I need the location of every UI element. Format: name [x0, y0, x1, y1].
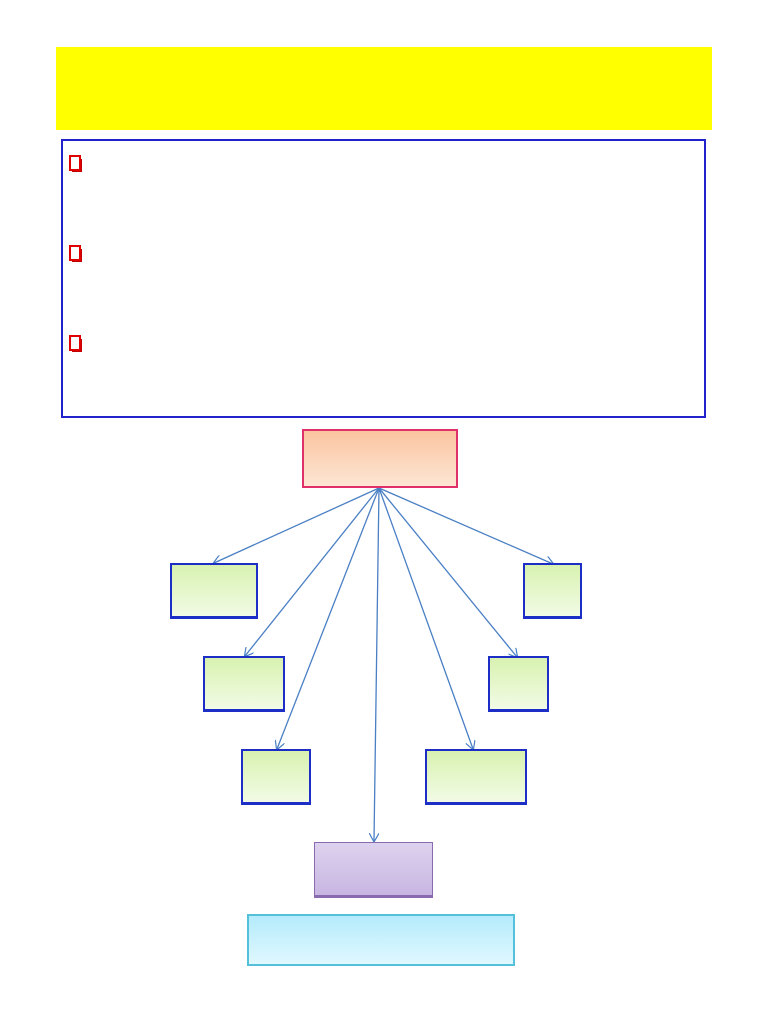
bottom-cyan-node — [247, 914, 515, 966]
bullet-item — [69, 335, 91, 352]
square-bullet-icon — [69, 155, 82, 172]
connector-to-child-4 — [378, 487, 517, 657]
child-node-4 — [488, 656, 549, 712]
square-bullet-icon — [69, 245, 82, 262]
connector-to-child-2 — [378, 487, 553, 564]
title-bar — [56, 47, 712, 130]
child-node-6 — [425, 749, 527, 805]
connector-to-child-6 — [378, 487, 473, 749]
bullet-panel — [61, 139, 706, 418]
square-bullet-icon — [69, 335, 82, 352]
root-node — [302, 429, 458, 488]
connector-to-purple — [374, 487, 380, 841]
bullet-item — [69, 245, 91, 262]
child-node-2 — [523, 563, 582, 619]
child-node-5 — [241, 749, 311, 805]
child-node-1 — [170, 563, 258, 619]
connector-to-child-1 — [214, 487, 380, 563]
bullet-item — [69, 155, 91, 172]
connector-to-child-3 — [245, 487, 380, 656]
child-node-3 — [203, 656, 285, 712]
bottom-purple-node — [314, 842, 433, 898]
connector-to-child-5 — [277, 487, 380, 749]
